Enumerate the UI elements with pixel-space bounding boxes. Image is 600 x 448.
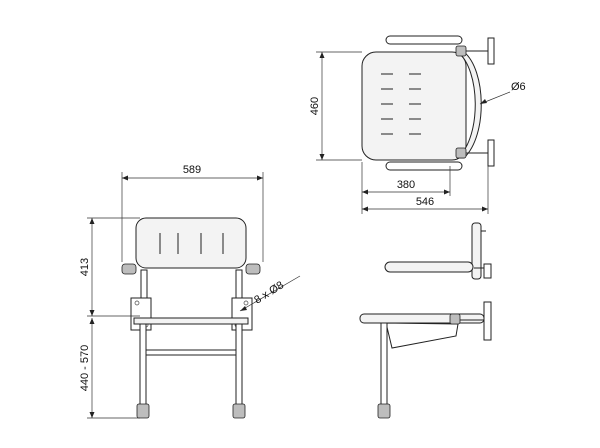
- front-dimensions: 589 413 440 - 570 8 x Ø8: [79, 164, 301, 419]
- left-foot: [136, 403, 150, 419]
- dimension-546: 546: [416, 196, 434, 208]
- top-dimensions: 460 Ø6 380 546: [309, 51, 526, 214]
- dimension-460: 460: [309, 97, 321, 115]
- front-backrest: [135, 217, 247, 269]
- dimension-height-range: 440 - 570: [79, 345, 91, 391]
- side-backrest: [471, 222, 482, 280]
- screw-hole: [134, 300, 140, 306]
- top-view: [361, 35, 495, 171]
- screw-hole: [243, 300, 249, 306]
- side-wall-plate-upper: [483, 263, 492, 279]
- right-foot: [232, 403, 246, 419]
- wall-plate: [487, 37, 495, 65]
- side-view: [359, 222, 492, 419]
- top-armrest: [385, 35, 463, 45]
- dimension-380: 380: [397, 179, 415, 191]
- side-seat: [359, 313, 485, 324]
- seat-bar: [133, 317, 249, 325]
- bottom-armrest: [385, 161, 463, 171]
- dimension-holes: 8 x Ø8: [252, 279, 286, 306]
- wall-plate: [487, 139, 495, 167]
- side-leg: [380, 322, 388, 408]
- right-leg: [235, 323, 243, 407]
- side-foot: [377, 403, 391, 419]
- leg-crossbar: [145, 349, 237, 356]
- side-support: [385, 322, 459, 349]
- left-hinge: [121, 263, 137, 275]
- dimension-diameter: Ø6: [511, 81, 526, 93]
- dimension-589: 589: [183, 164, 201, 176]
- side-wall-plate: [483, 301, 492, 341]
- right-hinge: [245, 263, 261, 275]
- side-armrest: [384, 261, 474, 273]
- dimension-413: 413: [79, 258, 91, 276]
- front-view: [121, 217, 261, 419]
- left-leg: [139, 323, 147, 407]
- top-seat: [361, 51, 467, 161]
